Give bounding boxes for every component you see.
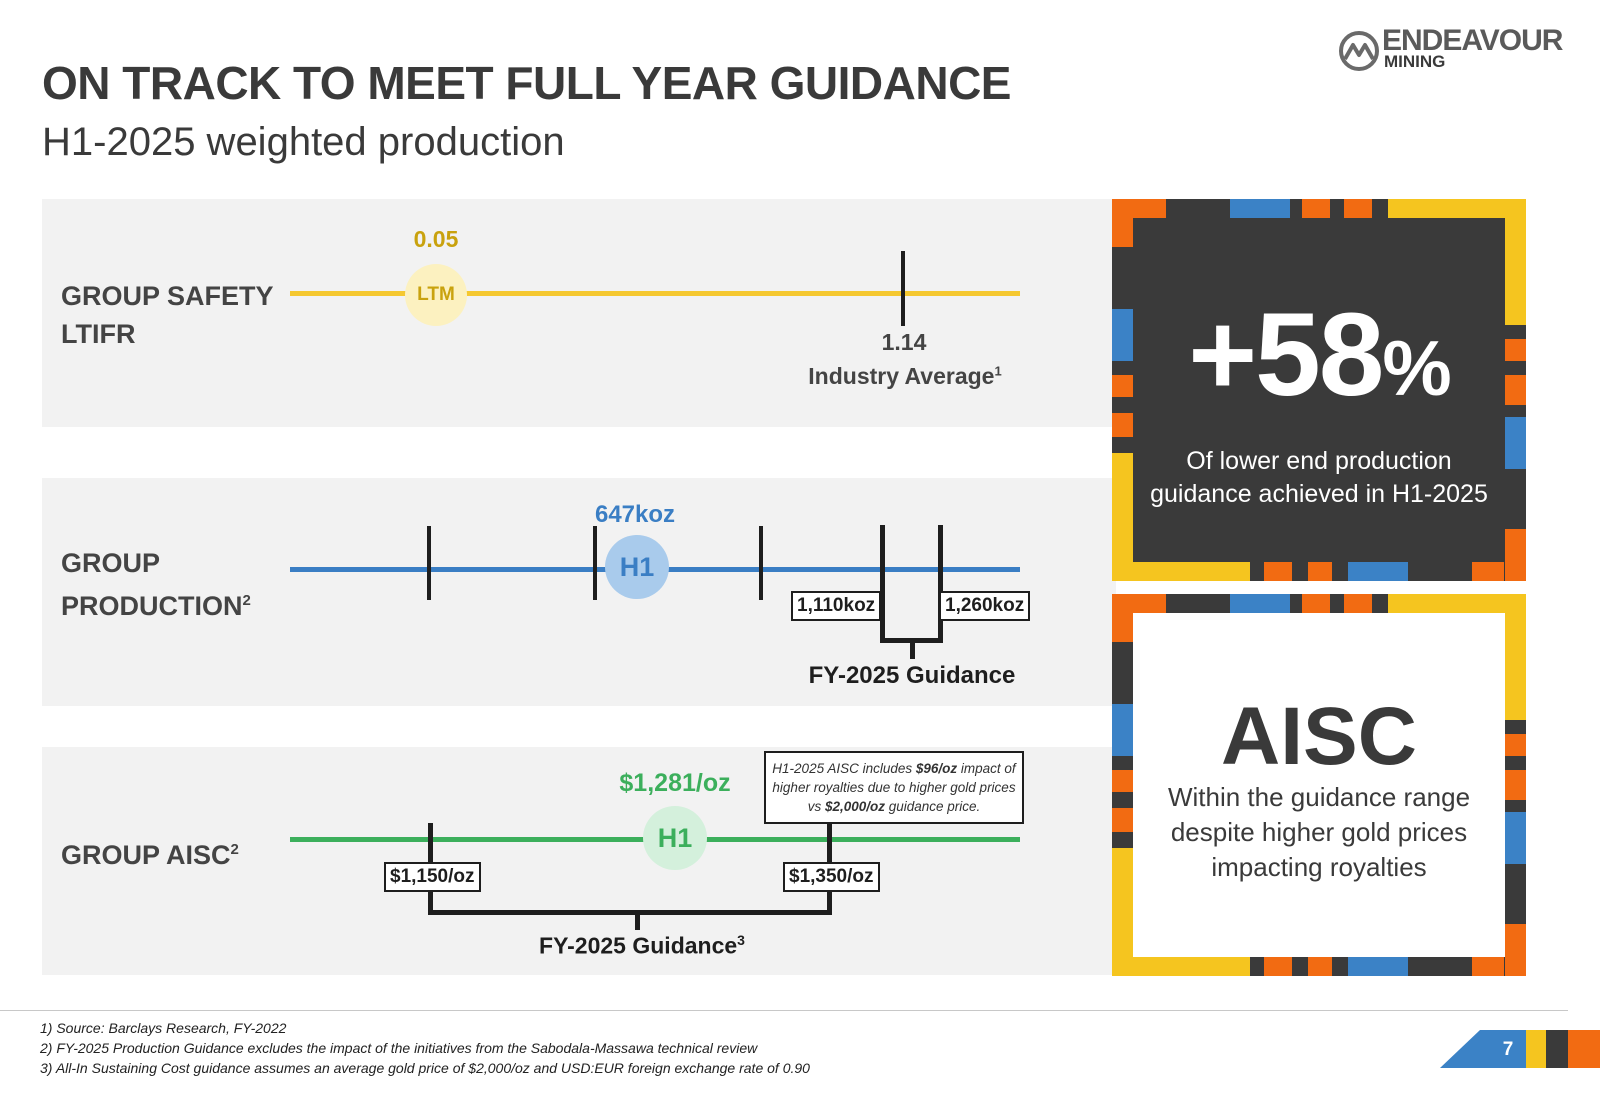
production-marker-label: H1 (619, 552, 655, 582)
safety-label-line1: GROUP SAFETY (61, 281, 274, 311)
footnote-ref-3: 3 (737, 932, 745, 948)
page-number: 7 (1502, 1039, 1514, 1060)
production-guidance-label: FY-2025 Guidance (808, 662, 1016, 689)
aisc-highlight-card: AISC Within the guidance range despite h… (1112, 594, 1526, 976)
mountain-logo-icon (1339, 31, 1379, 71)
safety-ltm-marker: LTM (405, 264, 467, 326)
production-label: GROUP PRODUCTION2 (61, 544, 251, 625)
guidance-high-tick (938, 525, 943, 643)
aisc-card-text: Within the guidance range despite higher… (1167, 782, 1471, 882)
production-h1-marker: H1 (605, 535, 669, 599)
aisc-marker-label: H1 (657, 823, 693, 853)
production-guidance-low: 1,110koz (791, 591, 882, 621)
page-number-ribbon (1440, 1030, 1600, 1068)
production-percent-figure: +58% (1188, 289, 1452, 421)
card-decorative-border-2 (1112, 594, 1526, 976)
footnote-ref-2: 2 (242, 592, 251, 609)
footnote-ref-2b: 2 (230, 841, 239, 858)
safety-panel: GROUP SAFETY LTIFR LTM 0.05 1.14 Industr… (42, 199, 1116, 427)
card-decorative-border (1112, 199, 1526, 581)
logo-wordmark-line2: MINING (1384, 52, 1446, 71)
safety-value: 0.05 (413, 226, 459, 252)
aisc-royalty-callout: H1-2025 AISC includes $96/oz impact of h… (764, 751, 1024, 824)
production-tick-3 (759, 526, 763, 600)
production-label-line1: GROUP (61, 548, 161, 578)
footnote-2: 2) FY-2025 Production Guidance excludes … (40, 1040, 758, 1056)
safety-label: GROUP SAFETY LTIFR (61, 277, 274, 353)
production-tick-2 (593, 526, 597, 600)
production-tick-1 (427, 526, 431, 600)
production-guidance-high: 1,260koz (939, 591, 1031, 621)
footnote-ref-1: 1 (994, 363, 1002, 379)
footer-divider (0, 1010, 1568, 1011)
production-highlight-card: +58% Of lower end production guidance ac… (1112, 199, 1526, 581)
production-guidance-stem (910, 638, 915, 659)
company-logo: ENDEAVOUR MINING (1338, 26, 1568, 76)
aisc-guidance-high: $1,350/oz (783, 862, 880, 892)
guidance-low-tick (880, 525, 885, 643)
aisc-guidance-low: $1,150/oz (384, 862, 481, 892)
aisc-guidance-bracket (428, 910, 832, 915)
production-panel: GROUP PRODUCTION2 H1 647koz 1,110koz 1,2… (42, 478, 1116, 706)
page-subtitle: H1-2025 weighted production (42, 120, 565, 164)
production-card-text: Of lower end production guidance achieve… (1150, 447, 1488, 508)
logo-wordmark-line1: ENDEAVOUR (1382, 24, 1563, 57)
aisc-label: GROUP AISC2 (61, 840, 239, 870)
page-title: ON TRACK TO MEET FULL YEAR GUIDANCE (42, 57, 1011, 109)
safety-marker-label: LTM (417, 284, 455, 305)
aisc-h1-marker: H1 (643, 806, 707, 870)
industry-average-tick (901, 251, 905, 326)
production-value: 647koz (594, 501, 676, 528)
industry-average-label: Industry Average1 (808, 363, 1002, 389)
safety-line (290, 291, 1020, 296)
aisc-guidance-label: FY-2025 Guidance3 (539, 932, 745, 959)
production-label-line2: PRODUCTION2 (61, 591, 251, 621)
page-number-badge: 7 (1440, 1030, 1600, 1070)
industry-average-value: 1.14 (881, 329, 927, 355)
aisc-guidance-stem (635, 910, 640, 930)
aisc-panel: GROUP AISC2 H1 $1,281/oz $1,150/oz $1,35… (42, 747, 1116, 975)
footnote-1: 1) Source: Barclays Research, FY-2022 (40, 1020, 287, 1036)
footnote-3: 3) All-In Sustaining Cost guidance assum… (40, 1060, 810, 1076)
aisc-value: $1,281/oz (619, 769, 731, 797)
safety-label-line2: LTIFR (61, 319, 136, 349)
aisc-card-heading: AISC (1221, 691, 1417, 782)
